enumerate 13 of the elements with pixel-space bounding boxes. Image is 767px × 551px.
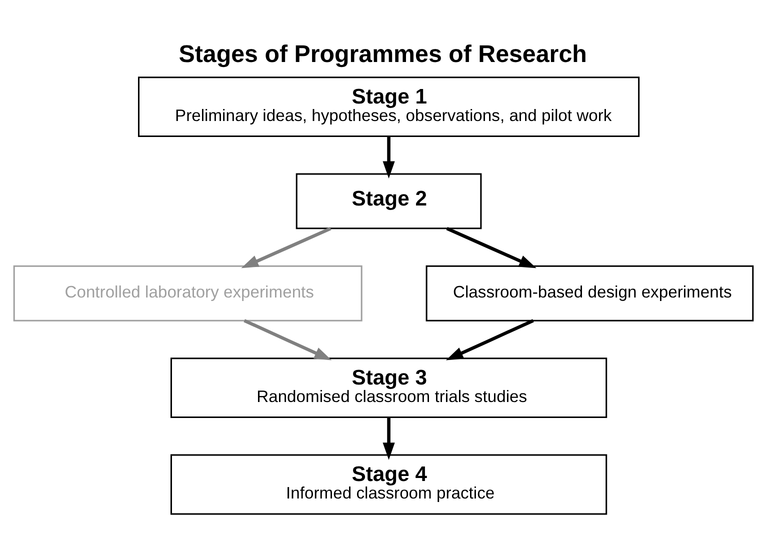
- arrow: [446, 226, 536, 268]
- arrow: [244, 318, 332, 360]
- node-box: Stage 1 Preliminary ideas, hypotheses, observations, and pilot work: [138, 76, 640, 136]
- node-box: Controlled laboratory experiments: [13, 264, 362, 321]
- arrow: [446, 318, 534, 360]
- node-box: Classroom-based design experiments: [426, 264, 754, 321]
- arrow: [382, 416, 395, 460]
- node-box: Stage 3 Randomised classroom trials studies: [170, 357, 608, 418]
- arrow: [382, 136, 395, 178]
- diagram-title: Stages of Programmes of Research: [178, 40, 587, 68]
- node-box: Stage 4 Informed classroom practice: [170, 454, 608, 514]
- arrow: [241, 226, 332, 268]
- node-box: Stage 2: [296, 172, 482, 229]
